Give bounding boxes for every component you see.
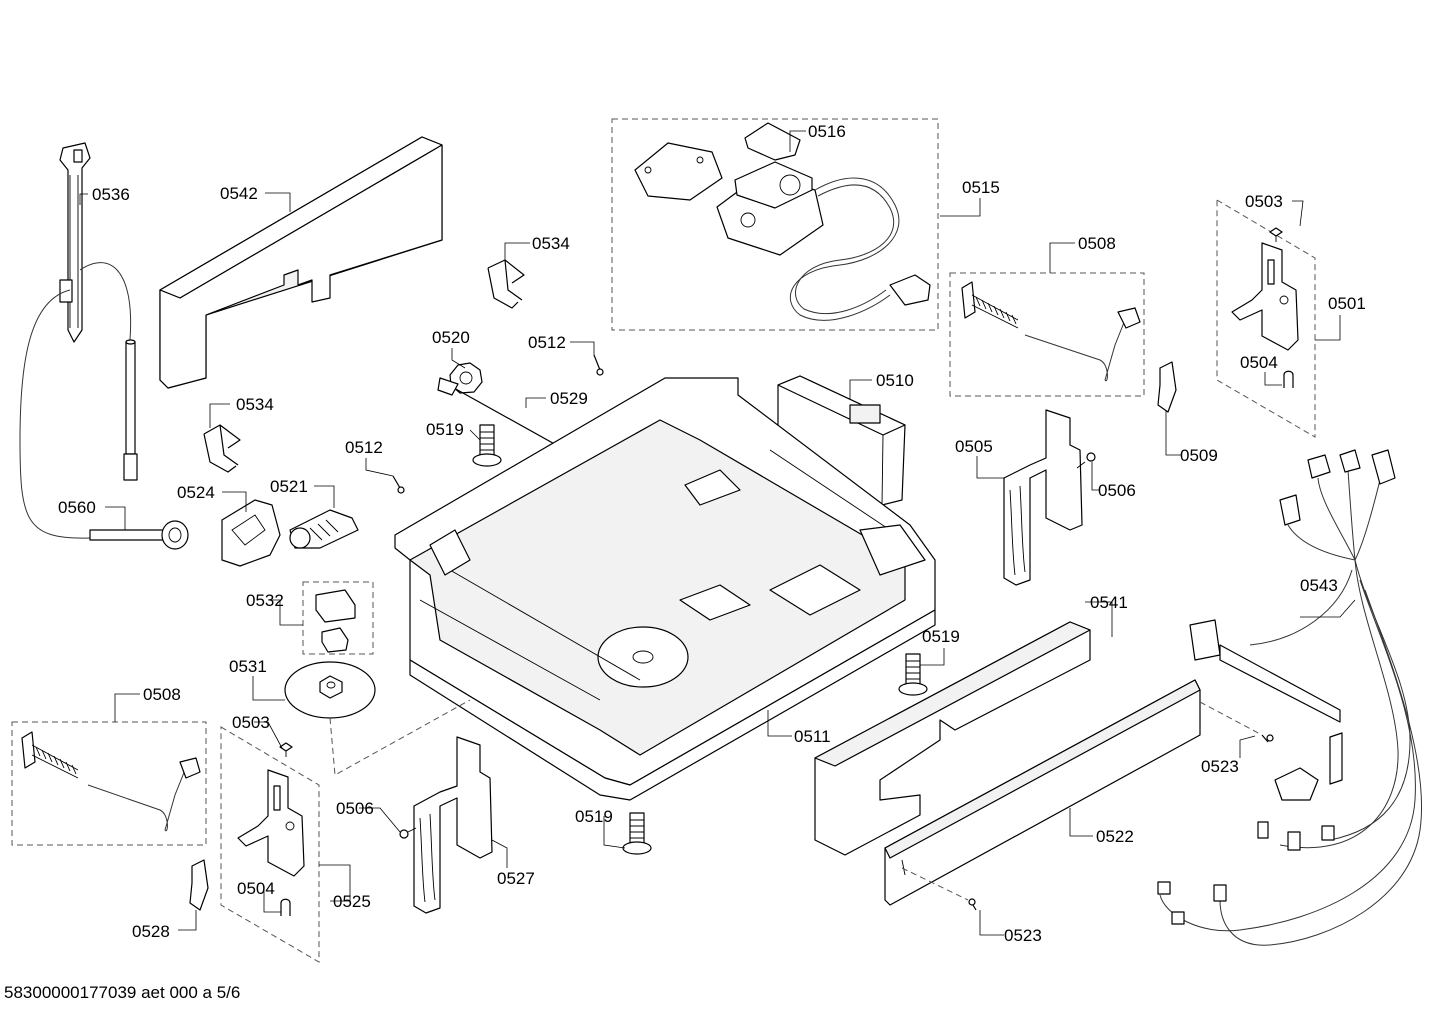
part-0503-screw-bottom <box>279 742 293 757</box>
label-0529: 0529 <box>550 389 588 408</box>
part-0542-panel <box>159 136 443 389</box>
part-0511-base-tub <box>394 377 936 801</box>
part-0541-panel <box>814 621 1091 856</box>
part-0510-control-module <box>777 375 906 506</box>
label-0528: 0528 <box>132 922 170 941</box>
label-0519-c: 0519 <box>575 807 613 826</box>
part-0505-bracket <box>1003 409 1083 586</box>
group-box-0515 <box>611 118 939 331</box>
part-number-labels: 0536 0542 0534 0516 0515 0503 0508 0501 … <box>58 122 1366 945</box>
label-0510: 0510 <box>876 371 914 390</box>
label-0519-b: 0519 <box>922 627 960 646</box>
label-0532: 0532 <box>246 591 284 610</box>
leader-lines <box>79 130 1356 936</box>
label-0512-top: 0512 <box>528 333 566 352</box>
label-0522: 0522 <box>1096 827 1134 846</box>
group-box-0532 <box>302 581 374 655</box>
label-0520: 0520 <box>432 328 470 347</box>
label-0503-bottom: 0503 <box>232 713 270 732</box>
part-0509-latch <box>1157 361 1177 413</box>
label-0541: 0541 <box>1090 593 1128 612</box>
wire-0536 <box>19 262 132 539</box>
part-0515-pump-assembly <box>634 122 931 321</box>
label-0504-top: 0504 <box>1240 353 1278 372</box>
part-0519-foot-c <box>622 812 652 855</box>
dash-leader-0523-a <box>1199 701 1263 736</box>
label-0506-bottom: 0506 <box>336 799 374 818</box>
part-0501-hinge <box>1231 242 1299 351</box>
label-0534-top: 0534 <box>532 234 570 253</box>
label-0503-top: 0503 <box>1245 192 1283 211</box>
part-0524-bracket <box>221 499 281 567</box>
label-0536: 0536 <box>92 185 130 204</box>
label-0542: 0542 <box>220 184 258 203</box>
part-0523-screw-a <box>1261 734 1274 743</box>
part-0536-latch-rod <box>59 142 91 343</box>
part-0525-hinge <box>237 769 305 877</box>
part-0528-latch <box>189 859 209 911</box>
part-0504-clip-bottom <box>280 898 291 916</box>
group-box-0525 <box>220 726 320 963</box>
part-0512-screw-b <box>392 475 405 494</box>
part-0534-bracket-top <box>487 259 525 309</box>
label-0501: 0501 <box>1328 294 1366 313</box>
label-0512-left: 0512 <box>345 438 383 457</box>
dash-leader-0531 <box>329 699 471 776</box>
part-0503-screw-top <box>1269 227 1283 242</box>
part-0532-switch <box>315 589 356 653</box>
label-0543: 0543 <box>1300 576 1338 595</box>
part-0512-screw-a <box>593 354 604 376</box>
label-0521: 0521 <box>270 477 308 496</box>
part-0536-tube <box>123 339 138 481</box>
part-0534-bracket-left <box>203 424 241 473</box>
label-0506-top: 0506 <box>1098 481 1136 500</box>
footer-reference-code: 58300000177039 aet 000 a 5/6 <box>4 983 240 1002</box>
part-0508-spring-top <box>961 281 1141 382</box>
part-0519-foot-b <box>898 653 928 696</box>
part-0527-bracket <box>413 736 493 914</box>
part-0506-screw-bottom <box>399 827 417 839</box>
group-box-0508-top <box>949 272 1145 397</box>
part-0523-screw-b <box>968 898 977 911</box>
part-0508-spring-bottom <box>21 731 201 832</box>
label-0509: 0509 <box>1180 446 1218 465</box>
label-0531: 0531 <box>229 657 267 676</box>
label-0515: 0515 <box>962 178 1000 197</box>
part-0506-screw-top <box>1076 452 1096 469</box>
group-box-0501 <box>1216 199 1316 438</box>
label-0508-bottom: 0508 <box>143 685 181 704</box>
dash-leader-0523-b <box>901 867 969 901</box>
label-0527: 0527 <box>497 869 535 888</box>
label-0560: 0560 <box>58 498 96 517</box>
part-0521-motor <box>289 509 359 549</box>
label-0508-top: 0508 <box>1078 234 1116 253</box>
part-0522-strip <box>884 679 1201 906</box>
part-0519-foot-a <box>472 424 502 467</box>
label-0516: 0516 <box>808 122 846 141</box>
label-0519-a: 0519 <box>426 420 464 439</box>
label-0523-b: 0523 <box>1004 926 1042 945</box>
label-0504-bottom: 0504 <box>237 879 275 898</box>
label-0534-left: 0534 <box>236 395 274 414</box>
part-0504-clip-top <box>1283 370 1294 388</box>
label-0511: 0511 <box>794 727 831 746</box>
part-0531-disc <box>284 661 376 719</box>
label-0505: 0505 <box>955 437 993 456</box>
label-0523-a: 0523 <box>1201 757 1239 776</box>
label-0525: 0525 <box>333 892 371 911</box>
part-0560-shaft <box>89 520 189 550</box>
group-box-0508-bottom <box>11 721 207 846</box>
part-0543-wiring-harness <box>1157 449 1423 946</box>
label-0524: 0524 <box>177 483 215 502</box>
